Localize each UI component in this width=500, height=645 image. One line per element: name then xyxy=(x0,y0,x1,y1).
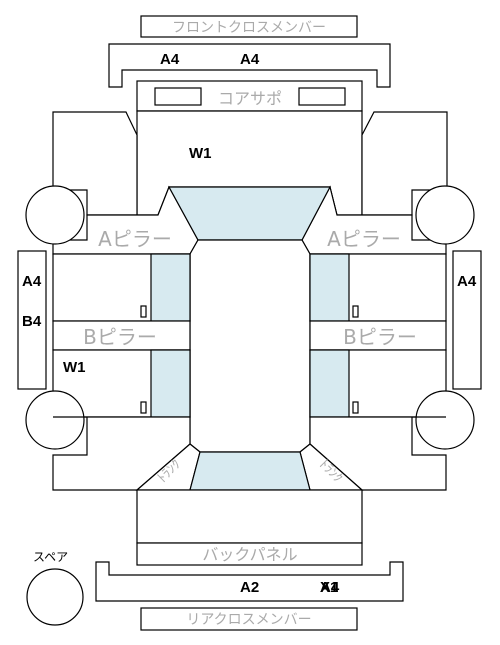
spare-tire xyxy=(26,568,84,626)
front-right-wheel xyxy=(415,185,475,245)
rear-bumper-code-x1: X1 xyxy=(320,579,338,596)
rear-bumper-code-center: A2 xyxy=(240,579,259,596)
left-rear-door-code: W1 xyxy=(63,359,86,376)
right-b-pillar-label: Bピラー xyxy=(343,325,417,349)
left-sill-code-bottom: B4 xyxy=(22,313,42,330)
rear-cross-member-box xyxy=(140,607,358,631)
left-b-pillar-label: Bピラー xyxy=(83,325,157,349)
right-a-pillar-label: Aピラー xyxy=(327,227,401,251)
rear-glass xyxy=(189,451,311,491)
roof-panel xyxy=(189,239,311,453)
rear-left-wheel xyxy=(25,390,85,450)
front-cross-member-label: フロントクロスメンバー xyxy=(172,20,326,36)
right-front-door-handle xyxy=(352,305,359,318)
right-b-pillar xyxy=(309,320,447,351)
front-bumper-bracket xyxy=(108,43,391,88)
left-rear-quarter xyxy=(52,416,191,491)
core-support-right-slot xyxy=(298,87,346,106)
right-front-window xyxy=(309,253,350,322)
right-rear-quarter xyxy=(309,416,447,491)
right-rear-window xyxy=(309,349,350,418)
left-b-pillar xyxy=(52,320,191,351)
rear-cross-member-label: リアクロスメンバー xyxy=(186,612,311,628)
front-cross-member-box xyxy=(140,15,358,38)
right-rear-door-handle xyxy=(352,401,359,414)
rear-right-wheel xyxy=(415,390,475,450)
core-support-left-slot xyxy=(154,87,202,106)
back-panel-label: バックパネル xyxy=(202,545,297,564)
rear-bumper-code-a4: A4 xyxy=(320,579,340,596)
left-front-window xyxy=(150,253,191,322)
left-rear-window xyxy=(150,349,191,418)
right-sill-code: A4 xyxy=(457,273,477,290)
hood-code: W1 xyxy=(189,145,212,162)
spare-tire-label: スペア xyxy=(33,550,68,564)
left-sill-code-top: A4 xyxy=(22,273,42,290)
left-sill-strip xyxy=(17,250,47,390)
front-bumper-code-right: A4 xyxy=(240,51,260,68)
trunk-lid xyxy=(136,489,363,544)
rear-bumper-bracket xyxy=(95,561,404,602)
right-sill-strip xyxy=(452,250,482,390)
back-panel-box xyxy=(136,542,363,566)
left-a-pillar-label: Aピラー xyxy=(98,227,172,251)
windshield-glass xyxy=(167,186,331,241)
front-left-wheel xyxy=(25,185,85,245)
core-support-label: コアサポ xyxy=(218,89,282,108)
front-bumper-code-left: A4 xyxy=(160,51,180,68)
left-rear-door-handle xyxy=(140,401,147,414)
left-front-door-handle xyxy=(140,305,147,318)
